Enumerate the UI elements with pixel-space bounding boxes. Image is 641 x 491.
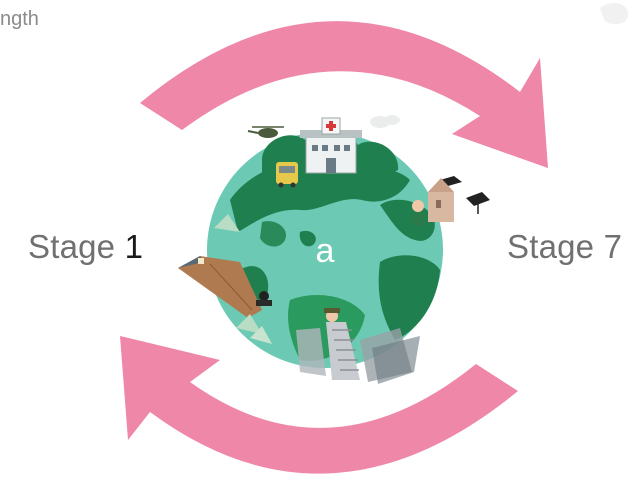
tree-icon (214, 214, 272, 344)
top-cycle-arrow (140, 21, 548, 168)
hospital-icon (300, 117, 362, 174)
helicopter-icon (247, 126, 284, 138)
person-icon (412, 200, 424, 226)
stage-1-word: Stage (28, 228, 116, 265)
stage-7-label: Stage 7 (507, 228, 622, 266)
cloud-icon (600, 2, 629, 25)
bus-icon (276, 162, 298, 188)
top-left-text: ngth (0, 8, 39, 30)
university-building-icon (428, 178, 454, 222)
cloud-icon (370, 115, 400, 128)
clock-tower-icon (178, 256, 262, 318)
stage-7-number: 7 (603, 228, 623, 265)
soldier-icon (324, 308, 340, 322)
rider-icon (256, 291, 272, 306)
stage-1-number: 1 (124, 228, 144, 265)
bottom-cycle-arrow (120, 336, 518, 474)
building-shadow-icon (372, 336, 420, 384)
globe: a (207, 130, 443, 368)
globe-logo: a (316, 232, 335, 270)
stage-7-word: Stage (507, 228, 595, 265)
stage-1-label: Stage 1 (28, 228, 143, 266)
